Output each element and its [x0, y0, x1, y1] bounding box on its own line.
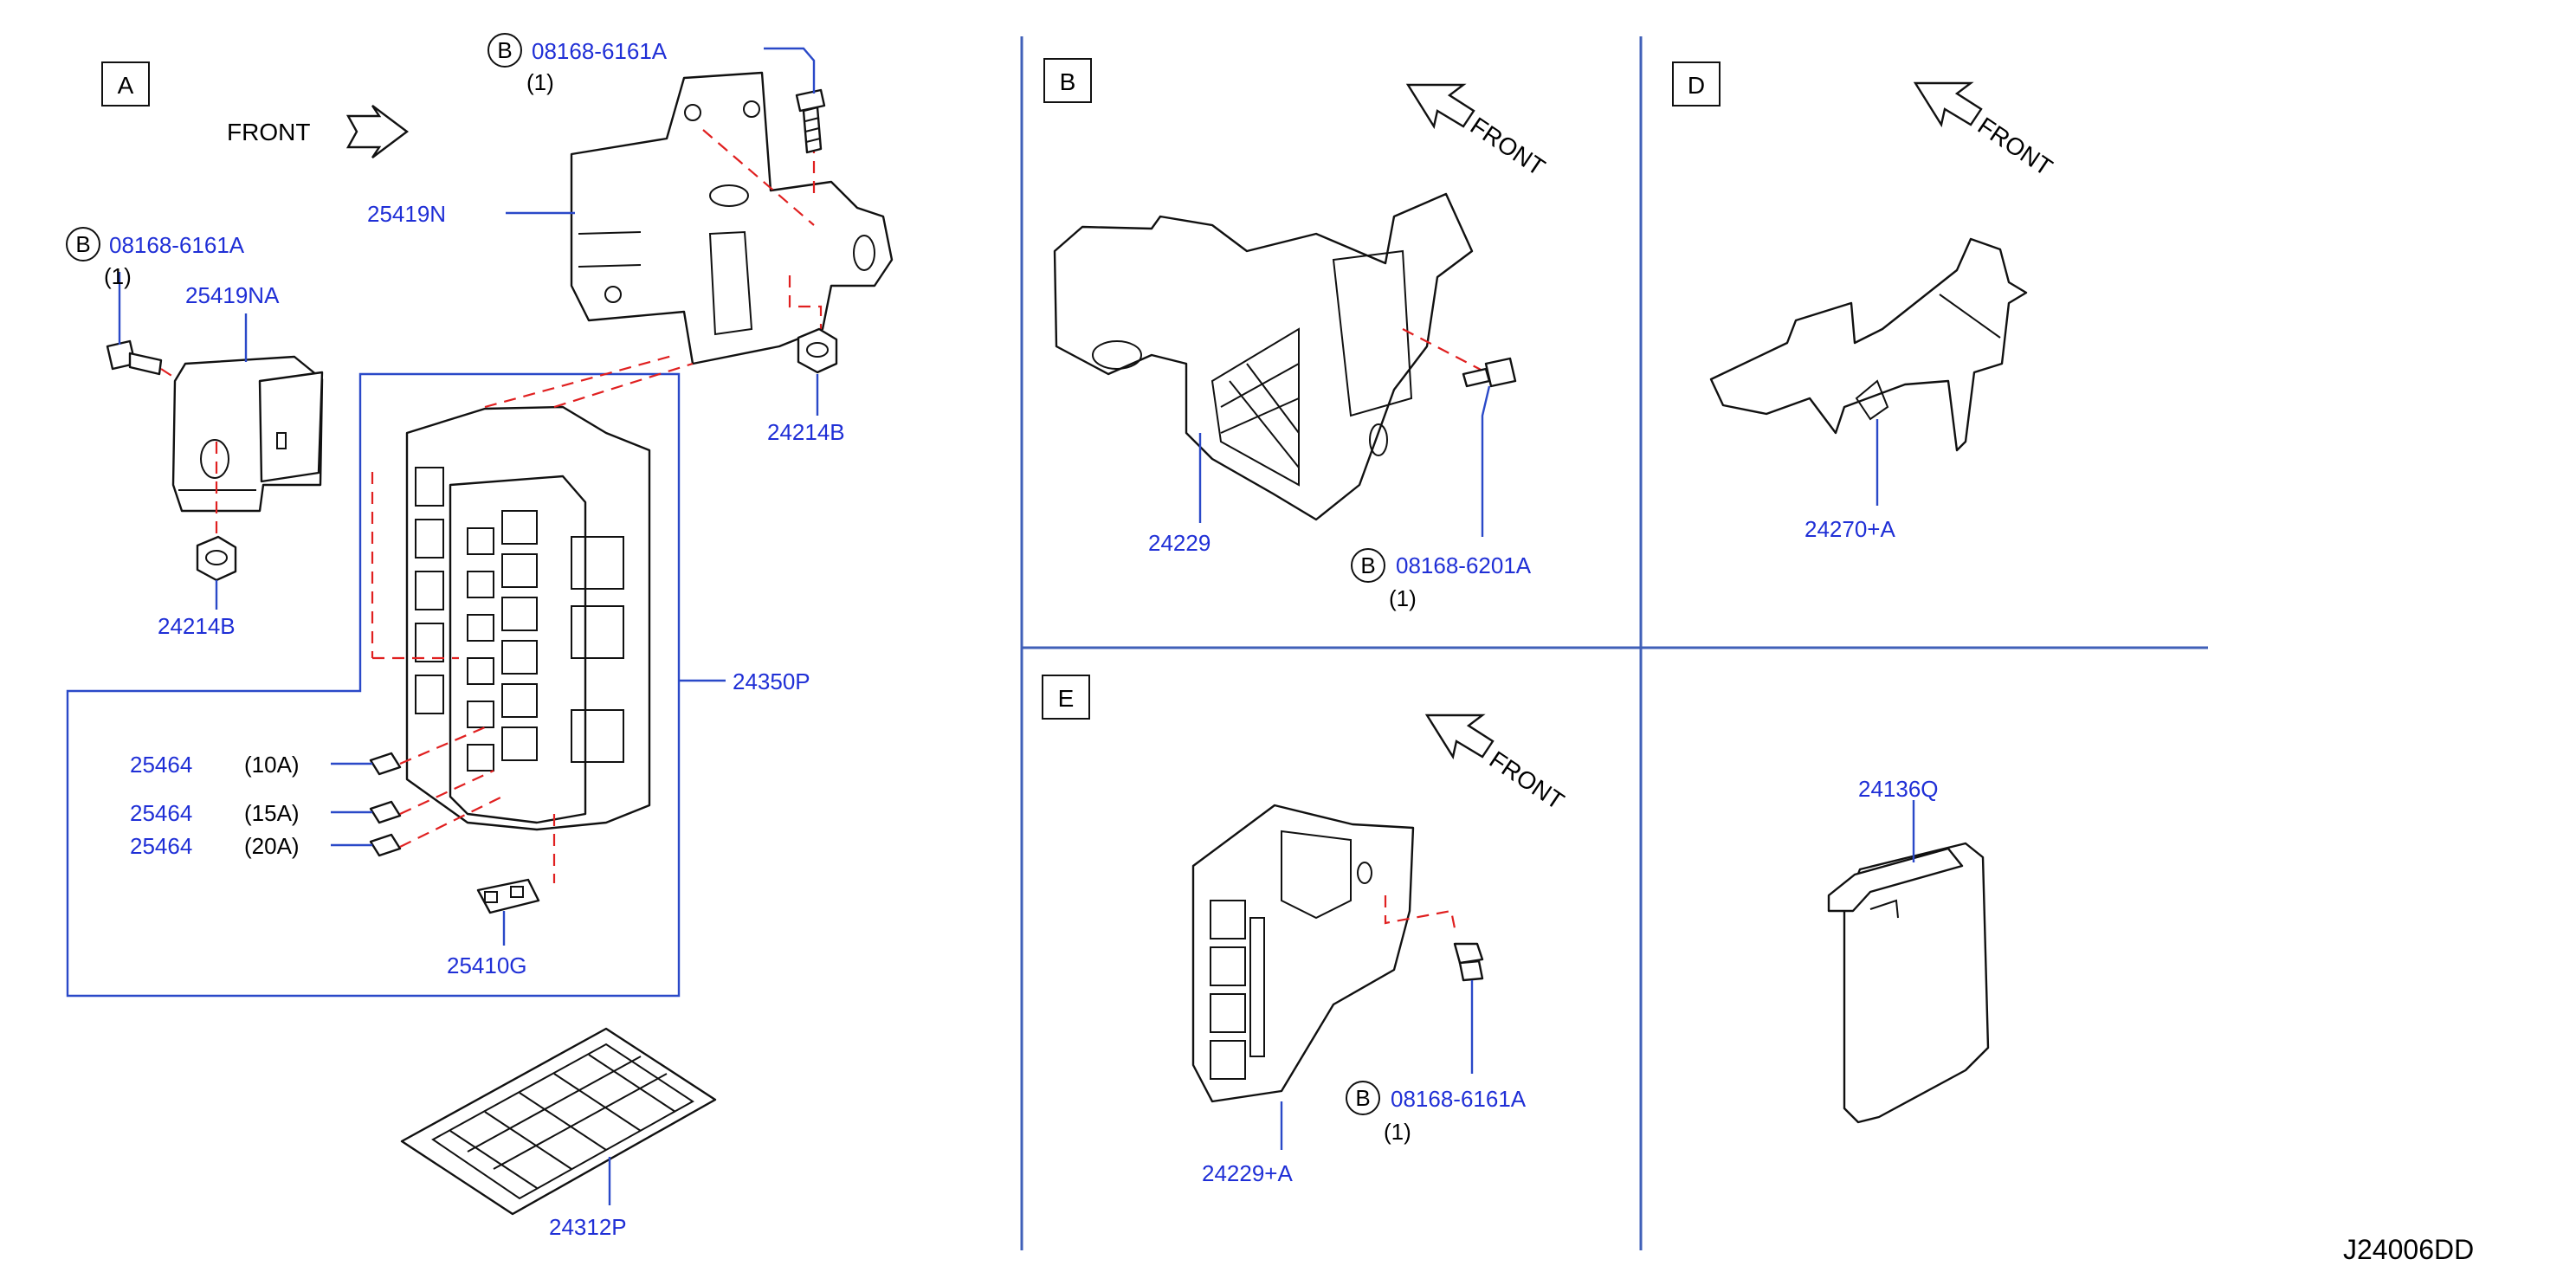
fuse-icon [369, 796, 503, 857]
section-box-b: B [1043, 58, 1092, 103]
front-arrow-d-icon [1913, 81, 1983, 128]
section-b-label: B [1060, 68, 1076, 95]
rating-20a: (20A) [244, 833, 300, 859]
part-number-24214B-right[interactable]: 24214B [767, 419, 845, 445]
part-number-24214B-left[interactable]: 24214B [158, 613, 236, 639]
front-indicator-b: FRONT [1405, 83, 1550, 181]
fuse-icon [369, 770, 494, 824]
bolt-symbol-letter: B [75, 231, 90, 257]
bracket-25419N-drawing [570, 71, 894, 365]
part-number-24312P[interactable]: 24312P [549, 1214, 627, 1240]
bolt-icon [1453, 942, 1484, 982]
front-arrow-e-icon [1424, 714, 1495, 760]
fuse-25410G-drawing [476, 878, 540, 914]
bracket-24229A-drawing [1191, 804, 1456, 1103]
section-e-label: E [1058, 685, 1075, 712]
bolt-icon [795, 88, 826, 154]
section-a-label: A [118, 72, 134, 99]
qty-08168-6161A-top: (1) [526, 69, 554, 95]
part-number-24350P[interactable]: 24350P [733, 668, 810, 694]
reference-code: J24006DD [2343, 1234, 2474, 1265]
bolt-symbol-a-left: B [66, 227, 100, 262]
front-indicator-d: FRONT [1913, 81, 2057, 181]
part-number-25464-10a[interactable]: 25464 [130, 752, 192, 778]
bolt-icon [106, 339, 261, 434]
part-number-25419NA[interactable]: 25419NA [185, 282, 280, 308]
bolt-symbol-a-top: B [487, 33, 522, 68]
rating-10a: (10A) [244, 752, 300, 778]
part-number-25464-15a[interactable]: 25464 [130, 800, 192, 826]
bracket-25419NA-drawing [171, 355, 324, 537]
front-indicator-a: FRONT [227, 105, 409, 158]
bolt-symbol-letter: B [1355, 1085, 1370, 1111]
bolt-symbol-letter: B [497, 37, 512, 63]
front-label-d: FRONT [1973, 112, 2057, 181]
qty-08168-6201A: (1) [1389, 585, 1417, 611]
qty-08168-6161A-left: (1) [104, 263, 132, 289]
front-arrow-a-icon [345, 105, 409, 158]
front-arrow-b-icon [1405, 83, 1475, 130]
part-number-24229[interactable]: 24229 [1148, 530, 1211, 556]
part-number-25419N[interactable]: 25419N [367, 201, 446, 227]
front-label-a: FRONT [227, 119, 310, 145]
bolt-symbol-e: B [1346, 1081, 1380, 1115]
bolt-symbol-b: B [1351, 548, 1385, 583]
rating-15a: (15A) [244, 800, 300, 826]
fuse-block-frame [66, 372, 681, 998]
part-number-08168-6201A[interactable]: 08168-6201A [1396, 552, 1532, 578]
bolt-symbol-letter: B [1360, 552, 1375, 578]
part-number-24270-A[interactable]: 24270+A [1804, 516, 1895, 542]
part-number-25410G[interactable]: 25410G [447, 952, 527, 978]
front-indicator-e: FRONT [1424, 714, 1569, 815]
front-label-b: FRONT [1466, 112, 1550, 181]
label-sheet-24312P-drawing [400, 1027, 717, 1216]
nut-icon [196, 535, 237, 582]
part-number-08168-6161A-top[interactable]: 08168-6161A [532, 38, 668, 64]
fuse-icon [369, 726, 486, 776]
section-box-a: A [101, 61, 150, 107]
part-number-08168-6161A-e[interactable]: 08168-6161A [1391, 1086, 1527, 1112]
cover-24136Q-drawing [1827, 842, 1990, 1124]
bolt-icon [1462, 357, 1517, 388]
cover-24270A-drawing [1709, 237, 2028, 452]
nut-icon [797, 327, 838, 374]
section-d-label: D [1688, 72, 1705, 99]
part-number-08168-6161A-left[interactable]: 08168-6161A [109, 232, 245, 258]
fuse-block-24350P-drawing [371, 353, 694, 883]
part-number-25464-20a[interactable]: 25464 [130, 833, 192, 859]
qty-08168-6161A-e: (1) [1384, 1119, 1411, 1145]
section-box-d: D [1672, 61, 1721, 107]
front-label-e: FRONT [1485, 746, 1569, 815]
section-box-e: E [1042, 675, 1090, 720]
part-number-24229-A[interactable]: 24229+A [1202, 1160, 1293, 1186]
bracket-24229-drawing [1053, 192, 1487, 521]
leader-lines [118, 47, 1915, 1205]
part-number-24136Q[interactable]: 24136Q [1858, 776, 1939, 802]
